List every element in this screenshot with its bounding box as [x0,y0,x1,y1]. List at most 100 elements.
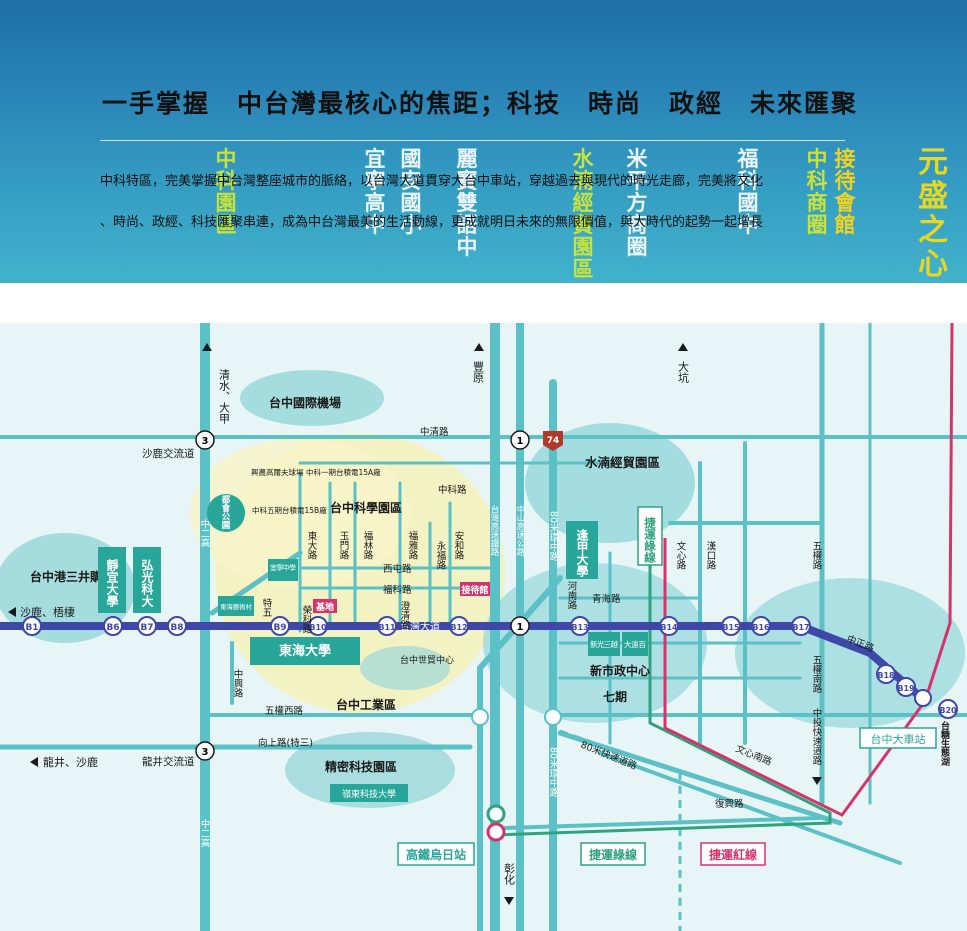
svg-text:B13: B13 [571,623,588,632]
column-zhongke: 中科園區 [215,147,237,237]
mrt-green-vertical-box [637,506,663,566]
dir-north1: 清水、大甲 [218,369,231,424]
label-xingnong: 興農高爾夫球場 [251,467,304,477]
label-science-park: 台中科學園區 [330,500,402,515]
column-fuke: 福科國中 [737,147,759,237]
label-base[interactable]: 基地 [315,601,334,613]
box-fengjia [566,521,598,579]
mrt-green-line [494,538,832,837]
label-wenxin: 文心路 [675,540,687,570]
column-yining: 宜寧高中 [364,147,386,237]
station-b15[interactable]: B15 [721,616,741,636]
mrt-red-box[interactable] [700,842,766,866]
station-b12[interactable]: B12 [449,616,469,636]
svg-text:74: 74 [547,436,560,446]
label-wuquan-west: 五權西路 [265,705,304,717]
mrt-green-box-label[interactable]: 捷運綠線 [589,847,637,862]
direction-arrows [8,343,822,905]
label-qinghai: 青海路 [592,593,621,605]
svg-text:1: 1 [517,436,524,447]
direction-labels: 清水、大甲 豐原 大坑 沙鹿、梧棲 龍井、沙鹿 彰化 [20,360,690,886]
hsr-green-transfer[interactable] [486,804,506,824]
station-b9[interactable]: B9 [270,616,290,636]
label-xitun: 西屯路 [383,563,412,575]
box-hongguang [133,547,161,613]
planned-line [559,729,682,931]
junction-east [544,708,562,726]
box-reception[interactable] [460,582,490,596]
label-seventh: 七期 [603,689,627,704]
label-tunghai: 東海大學 [279,643,331,659]
label-shuinan: 水湳經貿園區 [585,455,661,470]
road-fuxing [503,816,822,830]
station-b7[interactable]: B7 [137,616,157,636]
station-b16[interactable]: B16 [751,616,771,636]
svg-text:B1: B1 [25,623,38,633]
highway-shield-1-mid: 1 [510,616,530,636]
box-lingdong [330,784,408,802]
box-base[interactable] [313,599,337,613]
mrt-green-box[interactable] [580,842,646,866]
station-b8[interactable]: B8 [167,616,187,636]
label-yongfu: 永福路 [435,540,447,570]
svg-text:B20: B20 [939,706,957,715]
taichung-station-box[interactable] [859,727,937,749]
mrt-red-line [663,323,954,817]
svg-text:B17: B17 [792,623,809,632]
box-shinkong [588,632,620,656]
station-b10[interactable]: B10 [308,616,328,636]
label-huanzhong-top: 80米環中路 [548,511,560,562]
hsr-box[interactable] [397,842,475,866]
label-lingdong: 嶺東科技大學 [342,788,396,800]
taichung-station-label[interactable]: 台中大車站 [871,732,926,746]
svg-text:B6: B6 [106,623,119,633]
wtc-zone [360,646,450,690]
hsr-red-transfer[interactable] [486,822,506,842]
brand-title: 元盛之心 [918,145,948,282]
label-zhonger-bot: 中二高 [199,818,211,848]
header-banner: 一手掌握 中台灣最核心的焦距；科技 時尚 政經 未來匯聚 中科園區 宜寧高中 國… [0,0,967,283]
station-taichung-transfer[interactable] [914,689,932,707]
label-rongke: 榮科路 [301,604,313,634]
station-b6[interactable]: B6 [103,616,123,636]
label-taiwan-blvd: 台灣大道 [400,620,440,633]
label-zhongqing: 中清路 [420,426,449,438]
station-b19[interactable]: B19 [896,677,916,697]
mrt-red-box-label[interactable]: 捷運紅線 [709,847,757,862]
column-shuinan: 水湳經貿園區 [572,147,594,281]
mrt-green-vertical-label: 捷運綠線 [643,516,657,564]
station-b11[interactable]: B11 [377,616,397,636]
station-b1[interactable]: B1 [22,616,42,636]
headline: 一手掌握 中台灣最核心的焦距；科技 時尚 政經 未來匯聚 [102,89,859,118]
station-b18[interactable]: B18 [876,664,896,684]
label-reception[interactable]: 接待館 [461,584,488,596]
dir-south: 彰化 [503,862,516,886]
dir-north2: 豐原 [472,361,485,383]
svg-text:B7: B7 [140,623,153,633]
label-tewu: 特五 [261,597,273,617]
label-tsmc15a: 中科一期台積電15A廠 [306,467,381,477]
column-shangquan: 中科商圈 [806,147,828,237]
hsr-label[interactable]: 高鐵烏日站 [406,847,466,862]
station-b13[interactable]: B13 [570,616,590,636]
station-b20[interactable]: B20 [938,699,958,719]
label-hankou: 漢口路 [705,540,717,570]
svg-text:B18: B18 [877,671,895,680]
box-jingyi [98,547,126,613]
airport-zone [240,370,384,426]
label-henan: 河南路 [566,580,578,610]
highway-shield-1-north: 1 [510,430,530,450]
label-precision: 精密科技園區 [325,759,397,774]
svg-text:1: 1 [517,622,524,633]
svg-text:3: 3 [202,747,209,758]
column-mipingfang: 米平方商圈 [626,147,648,259]
station-b14[interactable]: B14 [659,616,679,636]
svg-text:3: 3 [202,436,209,447]
label-zhongke: 中科路 [438,484,467,496]
svg-text:B11: B11 [378,623,396,632]
label-wuquan-south: 五權南路 [811,655,823,694]
station-b17[interactable]: B17 [791,616,811,636]
label-new-civic: 新市政中心 [590,663,650,678]
label-fuya: 福雅路 [407,530,419,560]
box-yining [268,559,298,581]
